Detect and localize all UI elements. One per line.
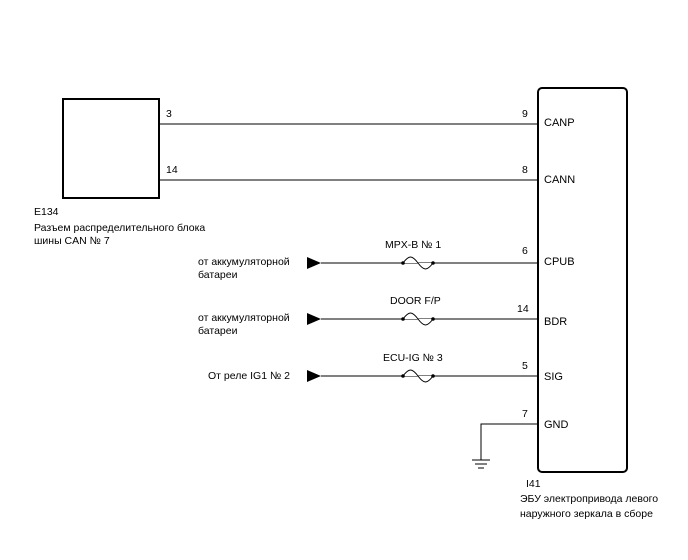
fuse-door-fp-icon[interactable] <box>402 312 434 326</box>
terminal-bdr-label: BDR <box>544 316 567 328</box>
terminal-cann-label: CANN <box>544 174 575 186</box>
e134-pin-14: 14 <box>166 164 178 176</box>
terminal-gnd-label: GND <box>544 419 569 431</box>
fuse-mpx-b-label: MPX-B № 1 <box>385 239 441 251</box>
i41-desc-line1: ЭБУ электропривода левого <box>520 493 658 505</box>
e134-code: E134 <box>34 206 59 218</box>
arrow-cpub-icon <box>307 257 321 269</box>
fuse-mpx-b-icon[interactable] <box>402 256 434 270</box>
terminal-canp-label: CANP <box>544 117 575 129</box>
source-bdr-line1: от аккумуляторной <box>198 312 290 324</box>
source-cpub-line1: от аккумуляторной <box>198 256 290 268</box>
fuse-ecu-ig-icon[interactable] <box>402 369 434 383</box>
i41-pin-14: 14 <box>517 303 529 315</box>
ecu-i41-box[interactable] <box>537 87 628 473</box>
i41-pin-7: 7 <box>522 408 528 420</box>
wire-gnd[interactable] <box>480 423 538 460</box>
e134-desc-line2: шины CAN № 7 <box>34 235 110 247</box>
fuse-door-fp-label: DOOR F/P <box>390 295 441 307</box>
e134-desc-line1: Разъем распределительного блока <box>34 222 205 234</box>
ground-icon <box>472 459 490 469</box>
fuse-ecu-ig-label: ECU-IG № 3 <box>383 352 443 364</box>
source-cpub-line2: батареи <box>198 269 238 281</box>
arrow-bdr-icon <box>307 313 321 325</box>
source-sig: От реле IG1 № 2 <box>208 370 290 382</box>
terminal-sig-label: SIG <box>544 371 563 383</box>
i41-code: I41 <box>526 478 541 490</box>
connector-e134-box[interactable] <box>62 98 160 199</box>
i41-pin-8: 8 <box>522 164 528 176</box>
arrow-sig-icon <box>307 370 321 382</box>
i41-pin-5: 5 <box>522 360 528 372</box>
source-bdr-line2: батареи <box>198 325 238 337</box>
i41-pin-9: 9 <box>522 108 528 120</box>
i41-desc-line2: наружного зеркала в сборе <box>520 508 653 520</box>
i41-pin-6: 6 <box>522 245 528 257</box>
e134-pin-3: 3 <box>166 108 172 120</box>
terminal-cpub-label: CPUB <box>544 256 575 268</box>
